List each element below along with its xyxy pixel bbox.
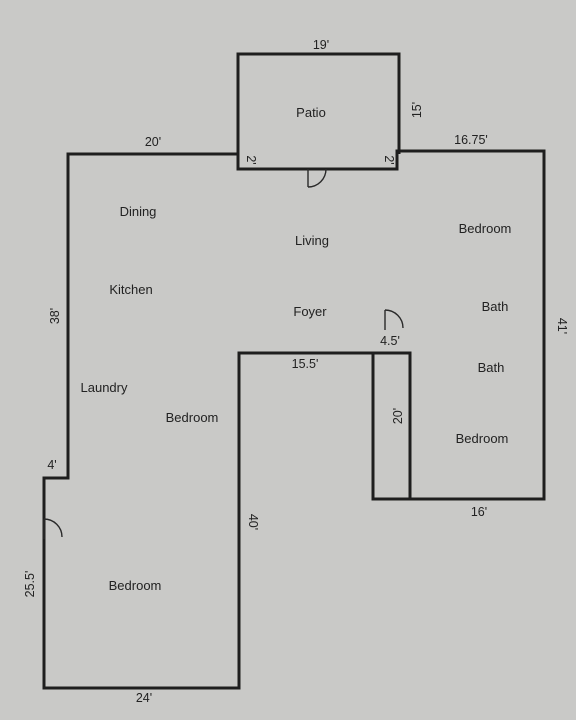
dimension-north-left: 20'	[145, 135, 161, 149]
patio-wall	[236, 52, 401, 154]
room-label-foyer: Foyer	[293, 304, 327, 319]
room-label-bedroom-center: Bedroom	[166, 410, 219, 425]
dimension-patio-top: 19'	[313, 38, 329, 52]
dimension-inner-top: 15.5'	[292, 357, 319, 371]
dimension-corridor-length: 20'	[391, 408, 405, 424]
dimension-inner-east: 40'	[246, 514, 260, 530]
dimension-corridor-width: 4.5'	[380, 334, 400, 348]
corridor-wall	[371, 353, 410, 501]
room-label-bath-2: Bath	[478, 360, 505, 375]
dimension-patio-side: 15'	[410, 102, 424, 118]
room-label-bedroom-ne: Bedroom	[459, 221, 512, 236]
room-label-dining: Dining	[120, 204, 157, 219]
dimension-south-right: 16'	[471, 505, 487, 519]
dimension-south-left: 24'	[136, 691, 152, 705]
dimension-west-jog: 4'	[47, 458, 56, 472]
corridor-door	[384, 309, 404, 330]
room-label-living: Living	[295, 233, 329, 248]
dimension-north-right: 16.75'	[454, 133, 488, 147]
dimension-west-upper: 38'	[48, 308, 62, 324]
west-door	[43, 518, 63, 539]
dimension-patio-jog-left: 2'	[244, 155, 258, 164]
room-label-patio: Patio	[296, 105, 326, 120]
room-label-bath-1: Bath	[482, 299, 509, 314]
room-label-bedroom-sw: Bedroom	[109, 578, 162, 593]
room-label-bedroom-se: Bedroom	[456, 431, 509, 446]
dimension-west-lower: 25.5'	[23, 571, 37, 598]
room-label-laundry: Laundry	[81, 380, 128, 395]
dimension-patio-jog-right: 2'	[382, 155, 396, 164]
room-label-kitchen: Kitchen	[109, 282, 152, 297]
dimension-east-side: 41'	[555, 318, 569, 334]
patio-door	[307, 168, 327, 188]
